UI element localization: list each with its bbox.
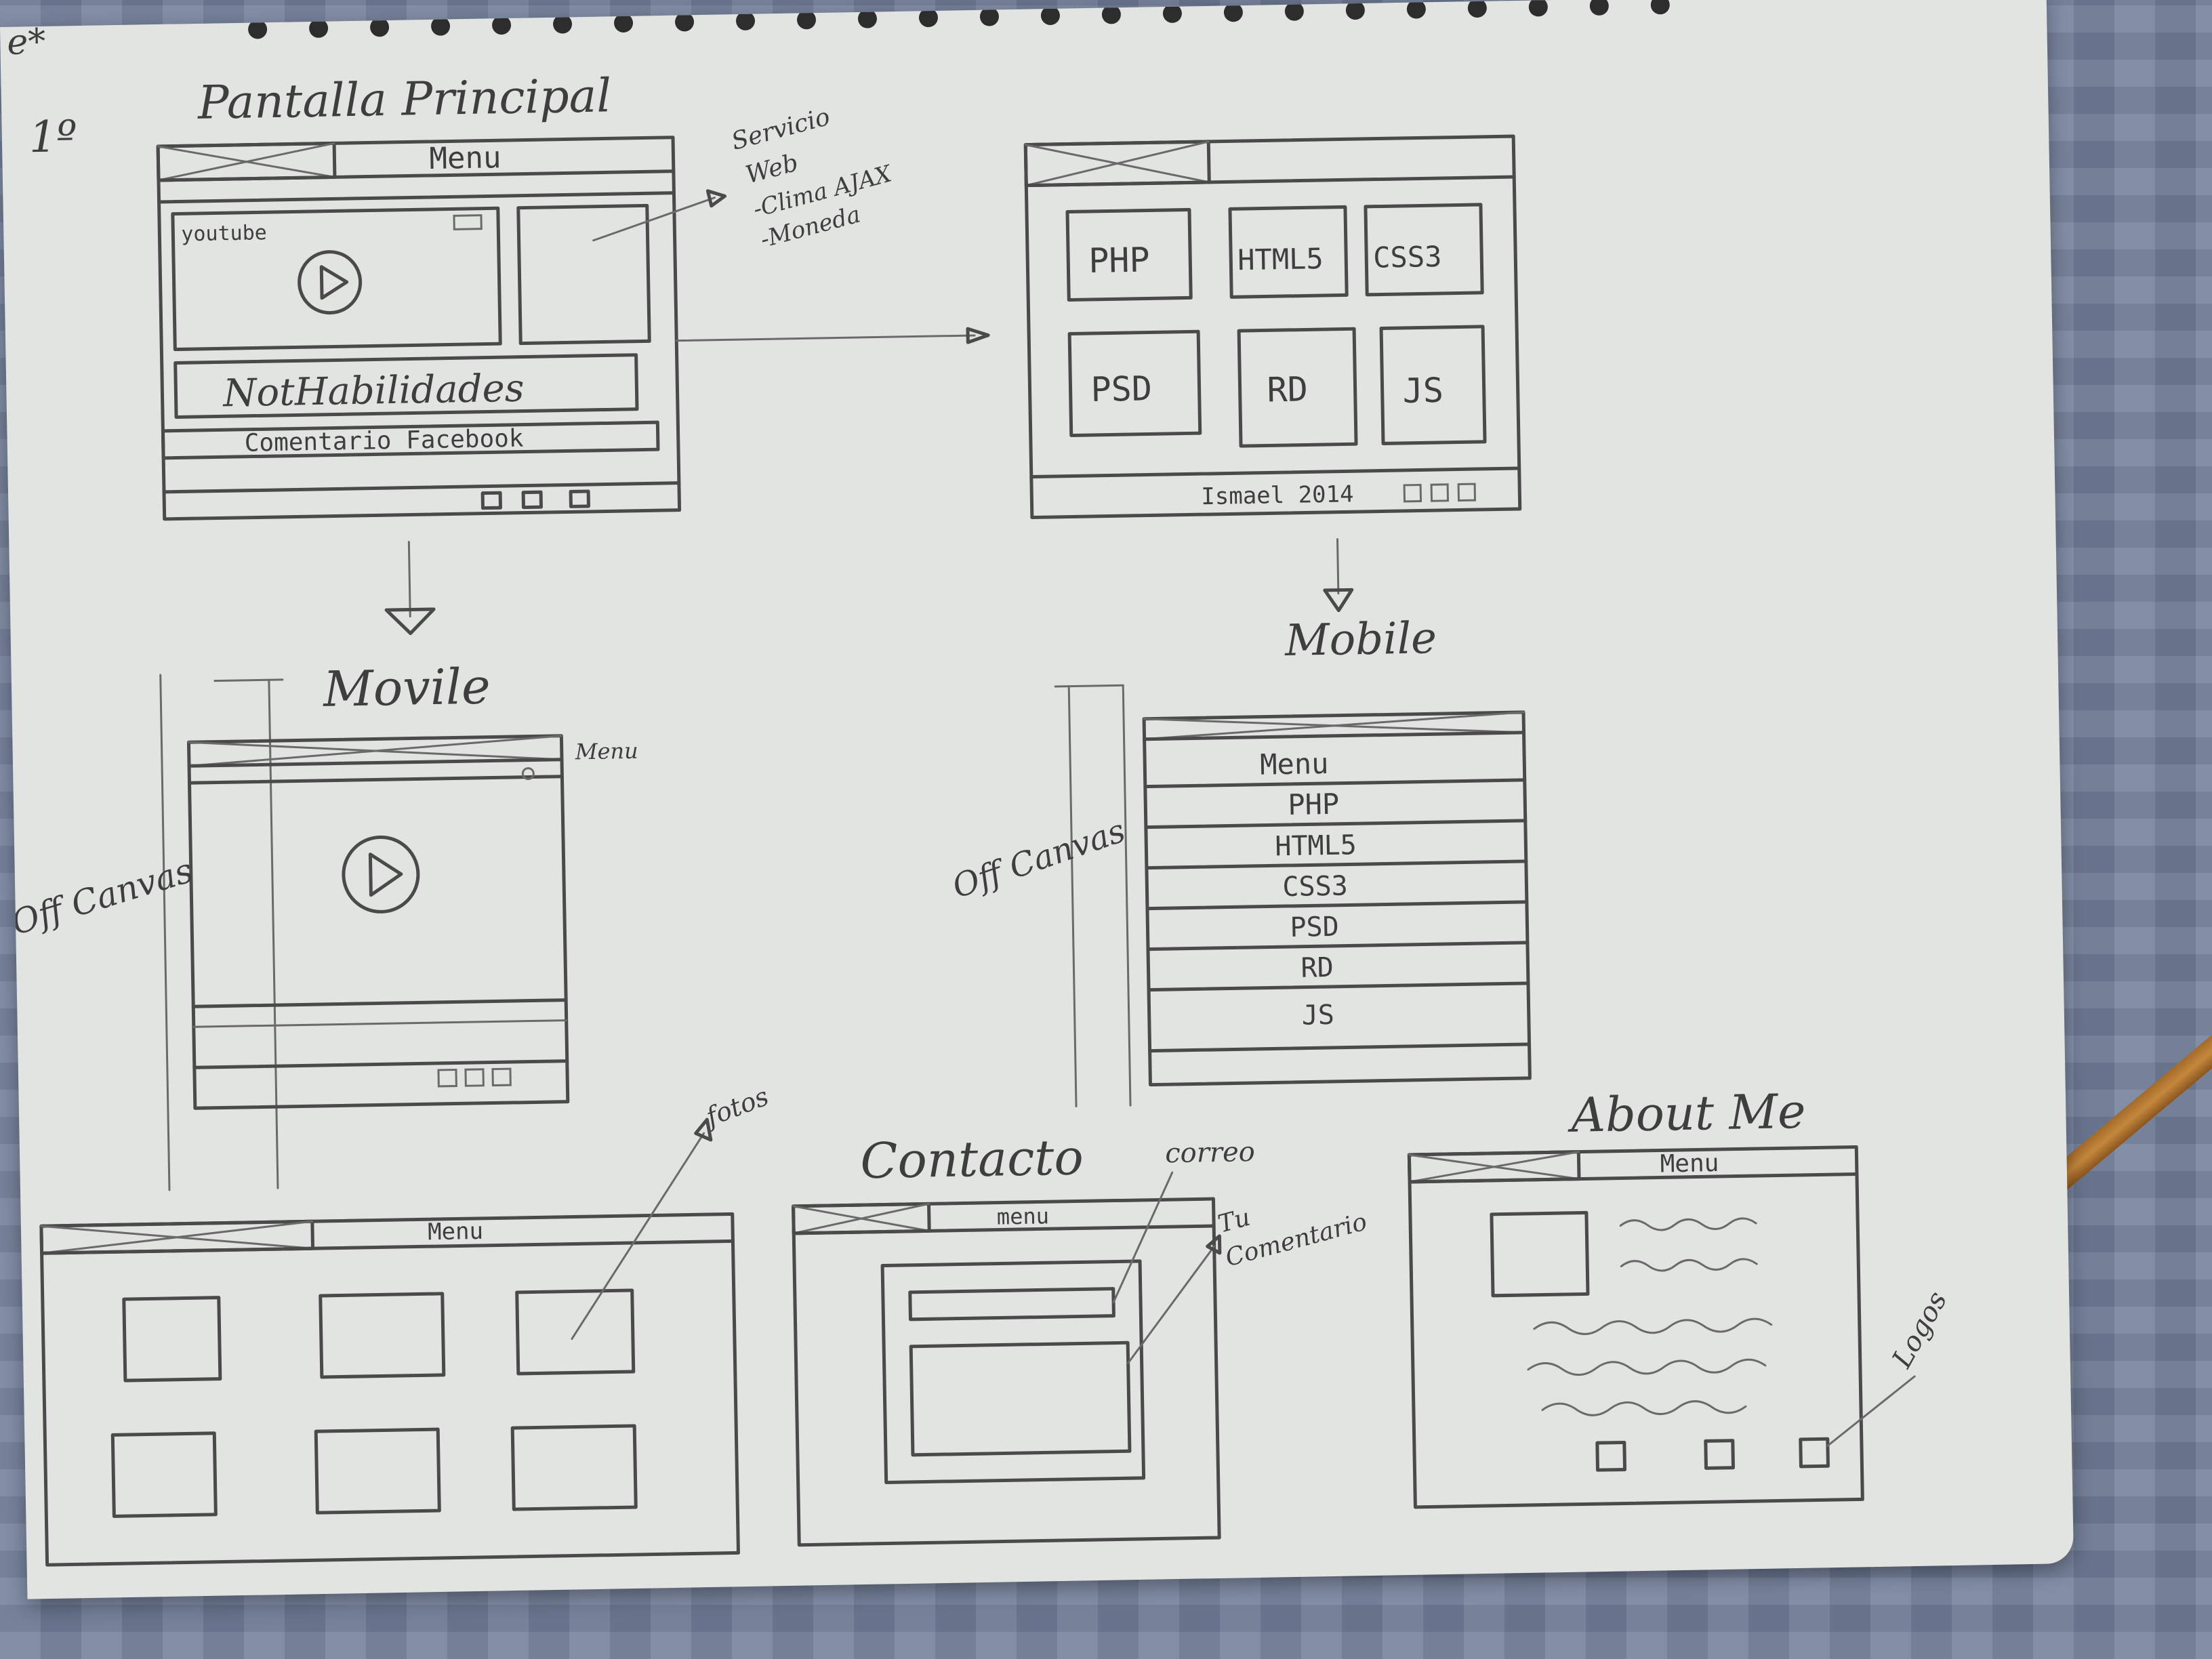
pantalla-principal-title: Pantalla Principal xyxy=(196,69,611,130)
social-icon-1 xyxy=(480,491,502,510)
mobile-menu-item-psd: PSD xyxy=(1290,912,1339,943)
desktop-menu-label: Menu xyxy=(429,140,501,176)
contact-note-mail: correo xyxy=(1165,1136,1255,1169)
annotation-web: Web xyxy=(743,149,801,190)
about-note: Logos xyxy=(1886,1286,1953,1374)
about-logo-1 xyxy=(1595,1440,1627,1472)
mobile-left-icon-2 xyxy=(464,1068,485,1087)
comment-bar-text: Comentario Facebook xyxy=(244,425,524,457)
video-label: youtube xyxy=(181,221,267,246)
play-icon xyxy=(298,250,363,315)
tile-php xyxy=(1065,207,1193,302)
mobile-left-menu-note: Menu xyxy=(574,738,638,765)
corner-mark: e* xyxy=(7,22,46,63)
contact-menu-label: menu xyxy=(997,1203,1050,1229)
tile-psd-label: PSD xyxy=(1090,369,1152,409)
spiral-binding xyxy=(248,0,1670,39)
about-logo-3 xyxy=(1799,1437,1830,1469)
contact-title: Contacto xyxy=(860,1128,1084,1189)
arrow-down-left xyxy=(407,541,411,618)
contact-note-tu: Tu xyxy=(1215,1204,1253,1239)
skills-footer-icon-2 xyxy=(1430,483,1450,502)
mobile-right-frame xyxy=(1142,710,1532,1087)
about-page-wireframe: About Me Menu Logos xyxy=(1407,1084,1953,1509)
about-text-line-3 xyxy=(1533,1317,1773,1335)
about-menu-label: Menu xyxy=(1660,1149,1719,1179)
photo-thumb-6 xyxy=(510,1424,638,1511)
tile-js xyxy=(1379,325,1487,445)
photo-thumb-3 xyxy=(515,1288,636,1376)
tile-js-label: JS xyxy=(1402,371,1443,411)
skills-footer-icon-3 xyxy=(1457,483,1477,502)
photos-page-wireframe: Menu fotos xyxy=(39,1081,773,1567)
tile-php-label: PHP xyxy=(1088,240,1150,281)
mobile-menu-item-css3: CSS3 xyxy=(1282,870,1348,903)
mobile-left-play-icon xyxy=(342,835,420,914)
about-logo-2 xyxy=(1704,1439,1735,1470)
tile-rd xyxy=(1237,327,1358,448)
contact-form-box xyxy=(880,1259,1146,1485)
photos-menu-label: Menu xyxy=(428,1218,484,1246)
tile-html5 xyxy=(1228,205,1349,299)
pantalla-principal-wireframe: Pantalla Principal Menu youtube NotHabil… xyxy=(156,69,990,636)
mobile-menu-item-php: PHP xyxy=(1288,787,1340,821)
mobile-left-title: Movile xyxy=(321,658,491,718)
photo-thumb-5 xyxy=(314,1427,441,1515)
about-text-line-5 xyxy=(1541,1400,1747,1416)
photos-frame xyxy=(39,1212,740,1567)
news-banner-text: NotHabilidades xyxy=(222,367,525,416)
contact-comment-field xyxy=(909,1340,1132,1457)
tile-psd xyxy=(1067,329,1202,438)
skills-page-wireframe: PHP HTML5 CSS3 PSD RD JS Ismael 2014 xyxy=(1023,134,1522,613)
photo-thumb-1 xyxy=(122,1296,222,1382)
contact-email-field xyxy=(908,1287,1115,1322)
mobile-left-offcanvas: Off Canvas xyxy=(7,851,197,943)
contact-page-wireframe: Contacto menu correo Tu Comentario xyxy=(792,1128,1370,1547)
about-frame xyxy=(1407,1145,1864,1509)
video-box xyxy=(171,206,502,352)
arrow-down-right xyxy=(1336,538,1340,595)
about-text-line-1 xyxy=(1619,1217,1757,1231)
tile-rd-label: RD xyxy=(1267,369,1308,409)
sketchbook-page: e* 1º Pantalla Principal Menu youtube No… xyxy=(0,0,2074,1599)
mobile-left-frame xyxy=(186,734,570,1110)
desktop-frame xyxy=(156,136,682,521)
mobile-menu-item-rd: RD xyxy=(1300,952,1334,984)
arrow-to-skills xyxy=(675,334,976,342)
skills-footer-text: Ismael 2014 xyxy=(1201,480,1354,510)
skills-footer-icon-1 xyxy=(1403,483,1422,503)
sidebar-widget-box xyxy=(516,203,651,346)
mobile-menu-item-js: JS xyxy=(1301,1000,1334,1031)
news-banner xyxy=(173,353,639,419)
about-title: About Me xyxy=(1567,1084,1806,1143)
tile-css3-label: CSS3 xyxy=(1373,240,1442,274)
photo-thumb-4 xyxy=(110,1431,218,1518)
mobile-menu-item-html5: HTML5 xyxy=(1275,830,1357,862)
social-icon-3 xyxy=(569,489,590,508)
mobile-left-wireframe: Movile Menu Off Canvas xyxy=(7,658,638,1191)
social-icon-2 xyxy=(521,490,543,510)
skills-frame xyxy=(1023,134,1522,520)
page-number: 1º xyxy=(28,112,77,163)
about-text-line-2 xyxy=(1620,1258,1758,1272)
mobile-left-icon-3 xyxy=(491,1067,512,1087)
mobile-right-title: Mobile xyxy=(1284,613,1437,666)
photos-note: fotos xyxy=(700,1081,773,1132)
annotation-servicio: Servicio xyxy=(729,103,833,156)
mobile-left-icon-1 xyxy=(437,1068,457,1088)
about-text-line-4 xyxy=(1527,1358,1767,1376)
contact-frame xyxy=(792,1197,1221,1547)
mobile-right-offcanvas: Off Canvas xyxy=(947,812,1130,906)
about-photo-box xyxy=(1490,1210,1590,1298)
photo-thumb-2 xyxy=(319,1292,446,1379)
tile-html5-label: HTML5 xyxy=(1237,242,1324,276)
comment-bar xyxy=(161,420,660,460)
tile-css3 xyxy=(1364,203,1484,297)
mobile-menu-item-menu: Menu xyxy=(1260,747,1329,781)
wireframe-sketch: e* 1º Pantalla Principal Menu youtube No… xyxy=(7,0,1953,1567)
mobile-right-wireframe: Mobile Menu PHP HTML5 CSS3 PSD RD JS Off… xyxy=(947,613,1532,1108)
